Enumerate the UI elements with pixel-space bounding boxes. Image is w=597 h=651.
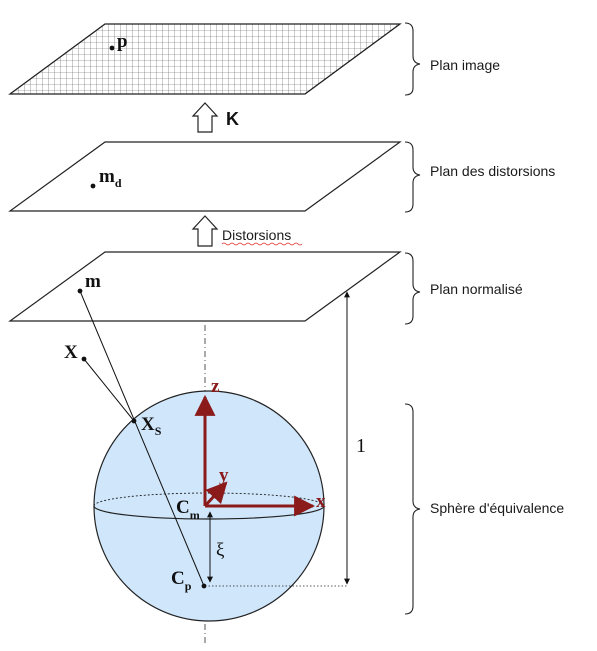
point-cp-dot — [201, 583, 207, 589]
point-md-dot — [90, 183, 96, 189]
label-x-axis: x — [316, 491, 326, 512]
label-z-axis: z — [211, 376, 220, 397]
y-axis — [203, 481, 228, 508]
label-md: md — [99, 166, 122, 190]
label-cm: Cm — [176, 497, 200, 522]
label-k: K — [226, 109, 239, 129]
label-normalized-plane: Plan normalisé — [430, 281, 523, 297]
label-p: p — [117, 31, 128, 52]
distortion-plane — [8, 141, 402, 212]
point-x-dot — [81, 356, 87, 362]
brace-group — [404, 22, 421, 615]
label-m: m — [85, 271, 101, 292]
label-x: X — [64, 342, 78, 363]
brace-image-plane — [404, 22, 421, 96]
point-p-dot — [109, 45, 115, 51]
brace-distortion-plane — [404, 141, 421, 213]
brace-normalized-plane — [404, 252, 421, 325]
label-distortions: Distorsions — [222, 227, 291, 243]
label-xi: ξ — [216, 540, 225, 561]
spellcheck-underline — [221, 242, 303, 246]
projection-line-x-xs — [83, 358, 135, 422]
label-y-axis: y — [219, 465, 229, 486]
k-transform-arrow — [191, 102, 219, 133]
projection-line-cp-m — [79, 290, 205, 587]
point-m-dot — [77, 288, 83, 294]
label-xs: XS — [141, 414, 162, 438]
point-xs-dot — [131, 418, 137, 424]
label-distortion-plane: Plan des distorsions — [430, 163, 555, 179]
distortion-transform-arrow — [191, 215, 219, 247]
label-image-plane: Plan image — [430, 57, 500, 73]
label-sphere: Sphère d'équivalence — [430, 500, 564, 516]
label-one: 1 — [356, 435, 366, 457]
image-plane — [8, 23, 402, 95]
label-cp: Cp — [171, 568, 192, 593]
brace-sphere — [404, 403, 421, 615]
normalized-plane — [8, 251, 402, 322]
